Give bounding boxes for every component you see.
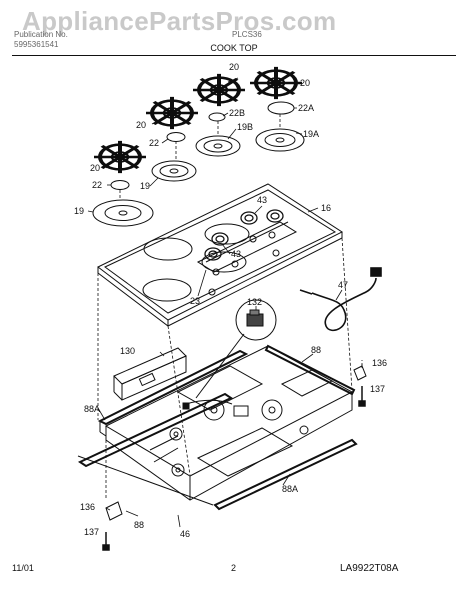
callout-rail: 88 bbox=[311, 345, 321, 355]
valve-part bbox=[204, 209, 284, 261]
burner-head-part bbox=[92, 128, 305, 227]
callout-cap-a: 22A bbox=[298, 103, 314, 113]
footer-page: 2 bbox=[231, 563, 237, 573]
callout-cap: 22 bbox=[92, 180, 102, 190]
callout-ignitor: 132 bbox=[247, 297, 262, 307]
callout-rail: 88 bbox=[134, 520, 144, 530]
footer-diagram-id: LA9922T08A bbox=[340, 563, 399, 574]
callout-bracket: 136 bbox=[80, 502, 95, 512]
burner-cap-part bbox=[110, 101, 295, 190]
callout-grate: 20 bbox=[229, 62, 239, 72]
power-cord-part bbox=[299, 267, 382, 332]
callout-cooktop: 16 bbox=[321, 203, 331, 213]
shield-part bbox=[113, 347, 187, 401]
callout-head-a: 19A bbox=[303, 129, 319, 139]
screw-part bbox=[102, 386, 366, 551]
callout-cap-b: 22B bbox=[229, 108, 245, 118]
bracket-part bbox=[105, 365, 367, 521]
callout-cap: 22 bbox=[149, 138, 159, 148]
callout-valve: 43 bbox=[231, 249, 241, 259]
ignitor-detail-part bbox=[195, 299, 277, 399]
watermark: AppliancePartsPros.com bbox=[22, 6, 337, 36]
model-number: PLCS36 bbox=[232, 30, 262, 39]
callout-burner-box: 46 bbox=[180, 529, 190, 539]
header-rule bbox=[12, 55, 456, 56]
callout-grate: 20 bbox=[300, 78, 310, 88]
callout-shield: 130 bbox=[120, 346, 135, 356]
callout-manifold: 23 bbox=[190, 296, 200, 306]
callout-screw: 137 bbox=[370, 384, 385, 394]
callout-head: 19 bbox=[74, 206, 84, 216]
grate-part bbox=[94, 66, 302, 174]
leader-lines bbox=[87, 77, 363, 528]
assembly-lines bbox=[97, 114, 363, 500]
publication-number: 5995361541 bbox=[14, 40, 59, 49]
manifold-part bbox=[196, 221, 298, 273]
callout-grate: 20 bbox=[90, 163, 100, 173]
callout-bracket: 136 bbox=[372, 358, 387, 368]
footer-date: 11/01 bbox=[12, 563, 34, 573]
callout-head-b: 19B bbox=[237, 122, 253, 132]
section-title: COOK TOP bbox=[210, 43, 258, 53]
callout-grate: 20 bbox=[136, 120, 146, 130]
burner-box-part bbox=[104, 345, 354, 501]
callout-rail-a: 88A bbox=[282, 484, 298, 494]
callout-power-cord: 47 bbox=[338, 280, 348, 290]
publication-label: Publication No. bbox=[14, 30, 68, 39]
callout-valve: 43 bbox=[257, 195, 267, 205]
callout-rail-a: 88A bbox=[84, 404, 100, 414]
callout-head: 19 bbox=[140, 181, 150, 191]
callout-screw: 137 bbox=[84, 527, 99, 537]
